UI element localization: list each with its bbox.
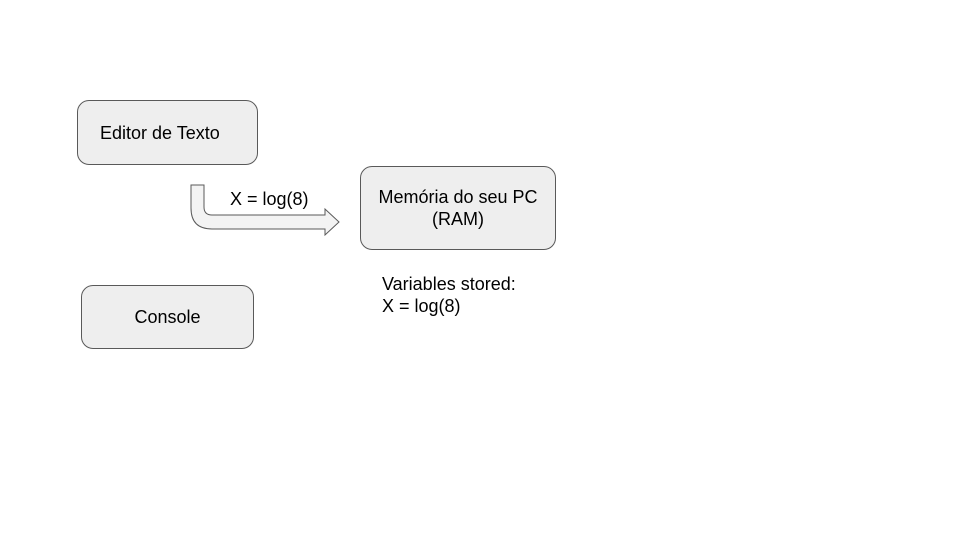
text-editor-label: Editor de Texto — [100, 122, 220, 143]
variables-stored-text: Variables stored: X = log(8) — [382, 273, 516, 317]
arrow-label: X = log(8) — [230, 189, 309, 209]
memory-label-line2: (RAM) — [432, 209, 484, 229]
bent-arrow-shape — [190, 184, 340, 237]
console-label: Console — [134, 307, 201, 327]
memory-box: Memória do seu PC (RAM) — [360, 166, 556, 250]
variables-line: X = log(8) — [382, 296, 461, 316]
console-box: Console — [81, 285, 254, 349]
variables-heading: Variables stored: — [382, 274, 516, 294]
text-editor-box: Editor de Texto — [77, 100, 258, 165]
memory-label-line1: Memória do seu PC — [378, 187, 538, 207]
